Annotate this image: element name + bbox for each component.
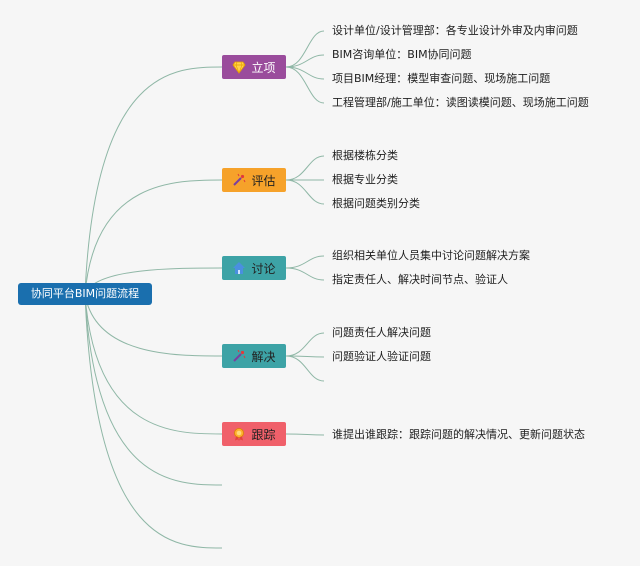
branch-leaf-link — [285, 54, 325, 68]
root-branch-link — [84, 293, 223, 435]
root-node[interactable]: 协同平台BIM问题流程 — [18, 283, 152, 305]
branch-pinggu[interactable]: 评估 — [222, 168, 286, 192]
leaf-item: 根据楼栋分类 — [332, 149, 398, 162]
home-icon — [233, 262, 246, 274]
branch-leaf-link — [285, 255, 325, 269]
branch-label: 讨论 — [251, 261, 276, 276]
award-medal-icon — [234, 428, 245, 441]
branch-leaf-link — [285, 66, 325, 104]
branch-label: 立项 — [251, 60, 276, 75]
leaf-item: 根据问题类别分类 — [332, 197, 420, 210]
leaf-item: 指定责任人、解决时间节点、验证人 — [332, 273, 508, 286]
branch-label: 解决 — [251, 349, 276, 364]
leaf-item: 根据专业分类 — [332, 173, 398, 186]
leaf-item: 问题责任人解决问题 — [332, 326, 431, 339]
leaf-item: 谁提出谁跟踪：跟踪问题的解决情况、更新问题状态 — [332, 428, 585, 441]
root-branch-link — [84, 293, 223, 549]
leaf-item: 工程管理部/施工单位：读图读模问题、现场施工问题 — [332, 96, 589, 109]
branch-leaf-link — [285, 355, 325, 382]
leaf-item: 设计单位/设计管理部：各专业设计外审及内审问题 — [332, 24, 578, 37]
branch-leaf-link — [285, 267, 325, 281]
leaf-item: BIM咨询单位：BIM协同问题 — [332, 48, 472, 61]
magic-wand-icon — [233, 349, 246, 362]
branch-label: 跟踪 — [251, 427, 276, 442]
branch-leaf-link — [285, 66, 325, 80]
branch-leaf-link — [285, 433, 325, 436]
branch-leaf-link — [285, 332, 325, 357]
leaf-item: 组织相关单位人员集中讨论问题解决方案 — [332, 249, 530, 262]
branch-leaf-link — [285, 155, 325, 181]
root-branch-link — [84, 293, 223, 486]
magic-wand-icon — [233, 173, 246, 186]
diamond-icon — [232, 61, 246, 74]
branch-jiejue[interactable]: 解决 — [222, 344, 286, 368]
root-branch-link — [84, 293, 223, 357]
root-label: 协同平台BIM问题流程 — [30, 287, 140, 300]
branch-label: 评估 — [251, 173, 276, 188]
branch-leaf-link — [285, 30, 325, 68]
root-branch-link — [84, 66, 223, 295]
leaf-item: 项目BIM经理：模型审查问题、现场施工问题 — [332, 72, 551, 85]
branch-lixiang[interactable]: 立项 — [222, 55, 286, 79]
root-branch-link — [84, 179, 223, 295]
leaf-item: 问题验证人验证问题 — [332, 350, 431, 363]
branch-genzong[interactable]: 跟踪 — [222, 422, 286, 446]
branch-taolun[interactable]: 讨论 — [222, 256, 286, 280]
branch-leaf-link — [285, 179, 325, 205]
